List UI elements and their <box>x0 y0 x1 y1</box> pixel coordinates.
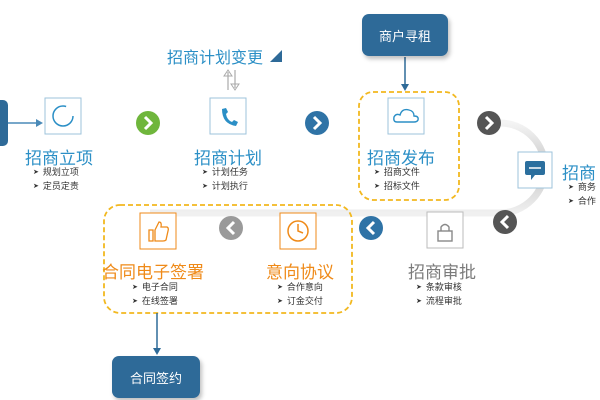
merchant-rent-box[interactable]: 商户寻租 <box>362 14 448 56</box>
circle-progress-icon <box>44 97 82 135</box>
contract-sign-box[interactable]: 合同签约 <box>112 356 200 398</box>
stage-title-jihua: 招商计划 <box>194 149 262 168</box>
stage-items-lixiang: 规划立项定员定责 <box>33 166 79 194</box>
stage-title-lixiang: 招商立项 <box>25 149 93 168</box>
stage-items-partial: 商务合作 <box>568 181 596 209</box>
stage-items-qianshu: 电子合同在线签署 <box>132 281 178 309</box>
connector-dark-right <box>477 111 501 135</box>
updown-arrows-icon <box>223 69 240 91</box>
lock-icon <box>426 211 464 249</box>
corner-mark <box>270 50 282 62</box>
clock-icon <box>279 212 317 250</box>
stage-title-shenpi: 招商审批 <box>408 263 476 282</box>
stage-items-yixiang: 合作意向订金交付 <box>277 281 323 309</box>
cloud-icon <box>387 97 425 135</box>
connector-dark-left <box>493 210 517 234</box>
left-edge-box <box>0 100 8 146</box>
connector-blue <box>305 111 329 135</box>
plan-change-label: 招商计划变更 <box>167 50 264 67</box>
phone-icon <box>209 97 247 135</box>
highlight-sign <box>103 204 353 314</box>
stage-title-yixiang: 意向协议 <box>266 263 334 282</box>
stage-items-jihua: 计划任务计划执行 <box>202 166 248 194</box>
stage-title-fabu: 招商发布 <box>367 149 435 168</box>
connector-blue-left <box>359 216 383 240</box>
connector-gray-left <box>219 216 243 240</box>
stage-title-partial: 招商 <box>562 164 596 183</box>
thumbs-up-icon <box>139 212 177 250</box>
highlight-fabu <box>358 91 460 201</box>
stage-items-shenpi: 条款审核流程审批 <box>416 281 462 309</box>
connector-green <box>136 111 160 135</box>
chat-icon <box>517 151 553 189</box>
stage-items-fabu: 招商文件招标文件 <box>374 166 420 194</box>
stage-title-qianshu: 合同电子签署 <box>102 263 204 282</box>
